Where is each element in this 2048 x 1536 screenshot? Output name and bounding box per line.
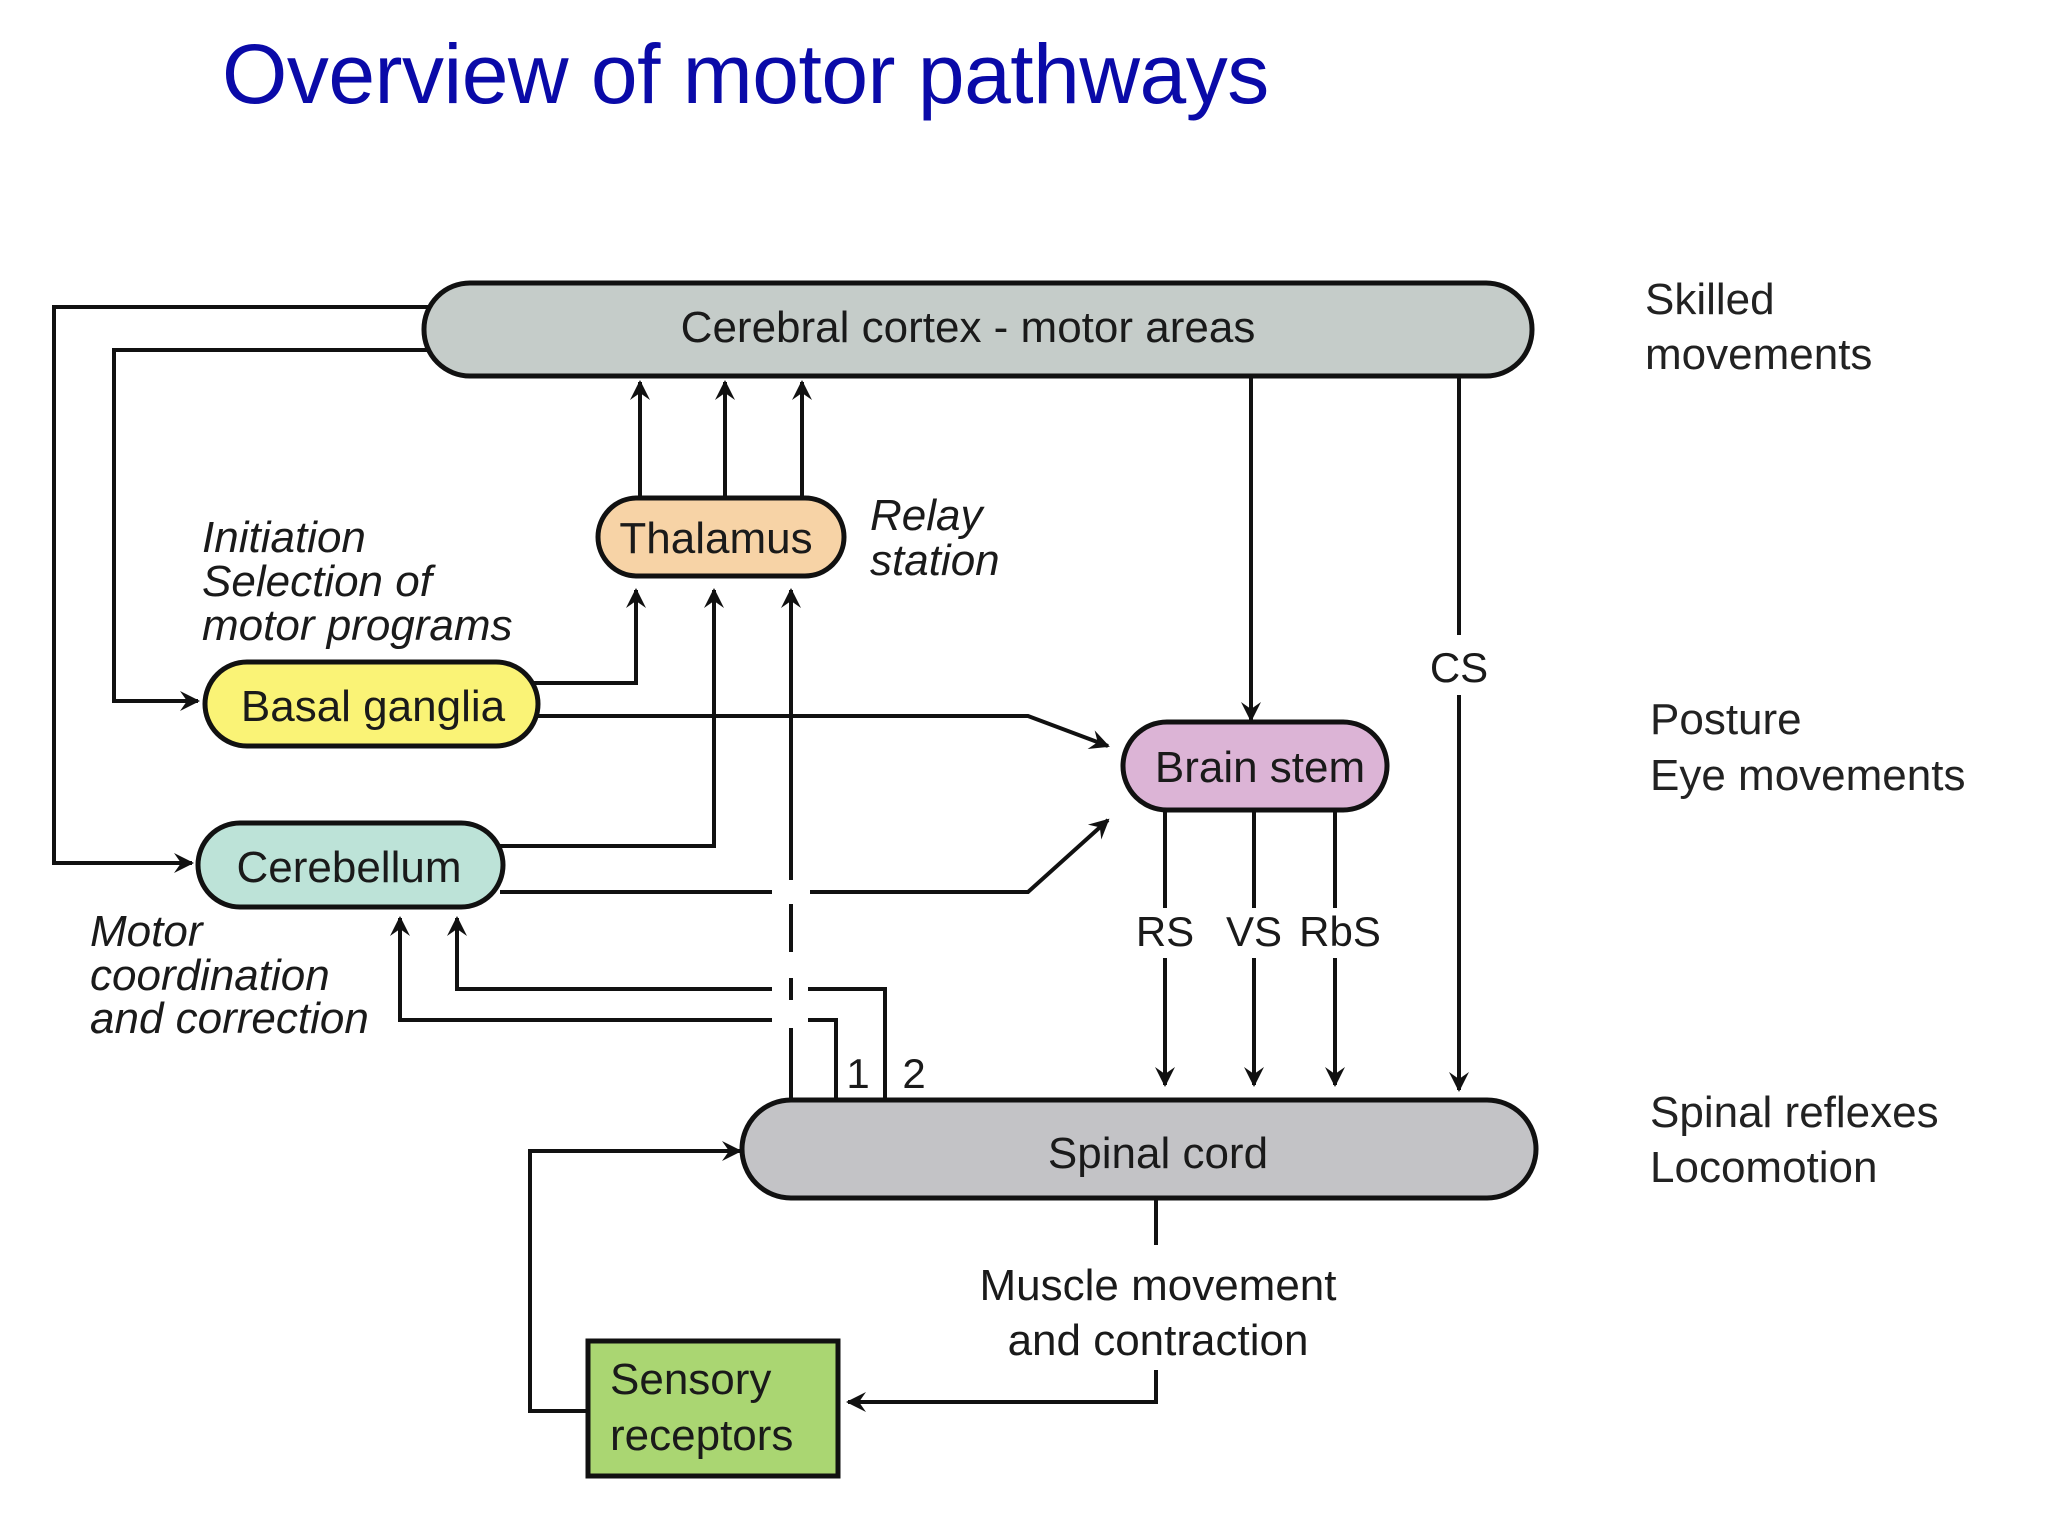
thalamus-node: Thalamus xyxy=(595,495,847,579)
feedback-1-label: 1 xyxy=(846,1050,869,1097)
muscle-annotation: Muscle movement and contraction xyxy=(979,1261,1336,1365)
level-label-cortex: Skilled movements xyxy=(1645,275,1872,379)
cerebellum-node: Cerebellum xyxy=(195,820,506,910)
bg-role-line-3: motor programs xyxy=(202,601,513,650)
basal-ganglia-to-brain-stem-line xyxy=(538,714,1110,750)
brain-stem-label: Brain stem xyxy=(1155,743,1365,792)
spinal-cord-node: Spinal cord xyxy=(739,1097,1539,1201)
feedback-2-label: 2 xyxy=(902,1050,925,1097)
level-cortex-line-1: Skilled xyxy=(1645,275,1775,324)
cerebellum-to-brain-stem-line-b xyxy=(810,818,1110,894)
level-spinal-line-2: Locomotion xyxy=(1650,1143,1877,1192)
cerebellum-label: Cerebellum xyxy=(237,843,462,892)
cb-role-line-2: coordination xyxy=(90,951,330,1000)
level-cortex-line-2: movements xyxy=(1645,330,1872,379)
cerebellum-role-annotation: Motor coordination and correction xyxy=(90,907,369,1043)
muscle-line-1: Muscle movement xyxy=(979,1261,1336,1310)
cs-label: CS xyxy=(1430,644,1488,691)
page-title: Overview of motor pathways xyxy=(222,27,1269,121)
basal-ganglia-label: Basal ganglia xyxy=(241,682,506,731)
bg-role-line-1: Initiation xyxy=(202,513,366,562)
cerebellum-to-thalamus-line xyxy=(498,588,724,848)
basal-ganglia-to-thalamus-line xyxy=(530,588,646,685)
sensory-label-line-1: Sensory xyxy=(610,1355,771,1404)
relay-line-2: station xyxy=(870,536,1000,585)
sensory-label-line-2: receptors xyxy=(610,1411,793,1460)
spinal-cord-label: Spinal cord xyxy=(1048,1129,1268,1178)
vs-label: VS xyxy=(1226,908,1282,955)
cortex-label: Cerebral cortex - motor areas xyxy=(681,303,1256,352)
basal-ganglia-node: Basal ganglia xyxy=(202,659,541,749)
feedback-1-line-a xyxy=(808,1018,838,1100)
thalamus-label: Thalamus xyxy=(619,514,812,563)
sensory-to-spinal-line xyxy=(528,1141,742,1413)
feedback-2-line-b xyxy=(447,916,772,991)
relay-annotation: Relay station xyxy=(870,491,1000,585)
level-spinal-line-1: Spinal reflexes xyxy=(1650,1088,1939,1137)
sensory-receptors-node: Sensory receptors xyxy=(585,1338,841,1479)
cortex-to-basal-ganglia-line xyxy=(112,348,430,711)
rbs-label: RbS xyxy=(1299,908,1381,955)
bg-role-line-2: Selection of xyxy=(202,557,437,606)
rs-label: RS xyxy=(1136,908,1194,955)
cb-role-line-3: and correction xyxy=(90,994,369,1043)
basal-ganglia-role-annotation: Initiation Selection of motor programs xyxy=(202,513,513,650)
feedback-1-line-b xyxy=(390,916,772,1022)
cortex-to-cerebellum-line xyxy=(52,305,430,873)
feedback-2-line-a xyxy=(808,987,887,1100)
cortex-node: Cerebral cortex - motor areas xyxy=(421,280,1535,379)
muscle-to-sensory-line xyxy=(846,1370,1158,1412)
muscle-line-2: and contraction xyxy=(1008,1316,1309,1365)
cb-role-line-1: Motor xyxy=(90,907,205,956)
brain-stem-node: Brain stem xyxy=(1120,719,1390,813)
relay-line-1: Relay xyxy=(870,491,985,540)
level-brainstem-line-2: Eye movements xyxy=(1650,751,1965,800)
level-brainstem-line-1: Posture xyxy=(1650,695,1802,744)
level-label-brain-stem: Posture Eye movements xyxy=(1650,695,1965,800)
level-label-spinal: Spinal reflexes Locomotion xyxy=(1650,1088,1939,1192)
